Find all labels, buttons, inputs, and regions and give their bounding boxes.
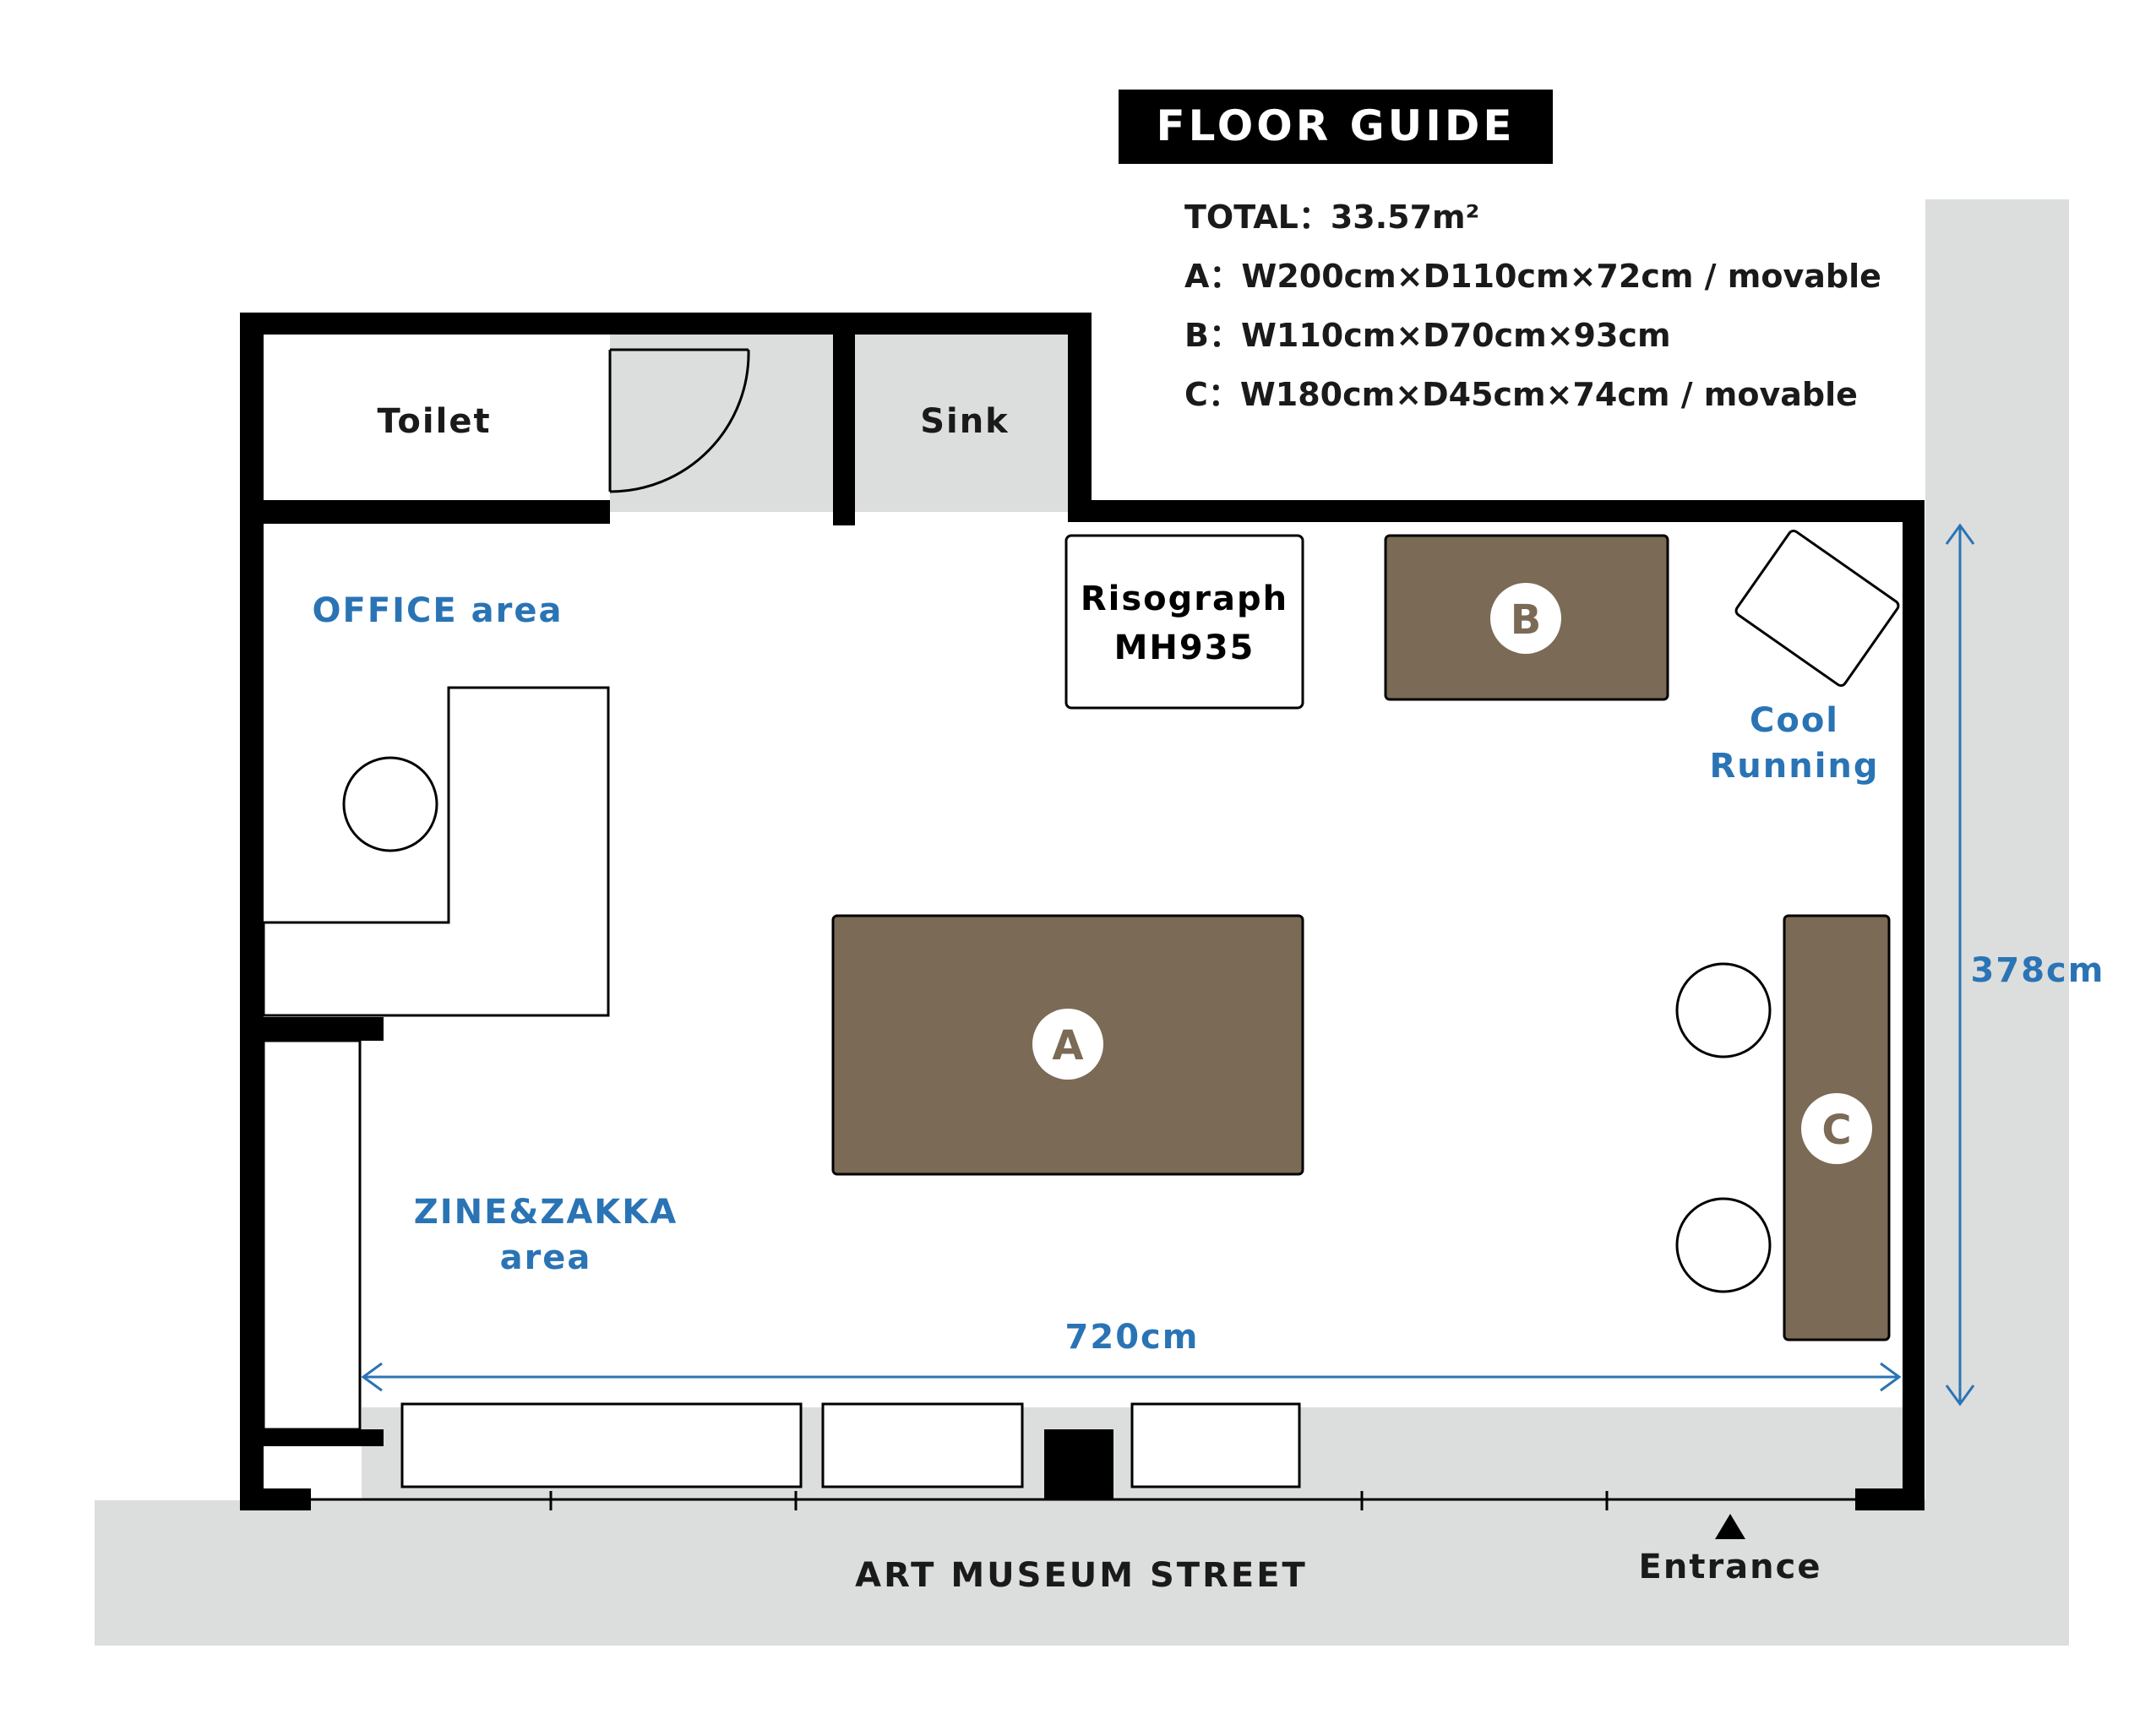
toilet-door [608,348,750,493]
stool-1 [1675,962,1772,1058]
wall-left [240,313,264,1510]
wall-top-left [240,313,1090,335]
zine-area-label: ZINE&ZAKKA [414,1193,678,1232]
wall-office-divider [264,1017,384,1041]
stool-2 [1675,1197,1772,1293]
width-dimension-arrow [361,1362,1902,1392]
risograph-machine [1064,534,1304,710]
risograph-model: MH935 [1114,629,1255,667]
height-dimension-arrow [1945,523,1975,1407]
office-chair [342,756,438,852]
width-dimension-label: 720cm [1065,1318,1200,1357]
toilet-label: Toilet [377,402,491,441]
toilet-passage [610,331,840,512]
sink-area-fill [855,331,1070,512]
street-area [95,1500,2069,1646]
spec-table-b: B：W110cm×D70cm×93cm [1184,317,1671,354]
zine-area-label-2: area [500,1238,592,1277]
cool-running-fridge [1734,529,1900,688]
table-b-marker [1490,583,1561,654]
height-dimension-label: 378cm [1971,951,2105,990]
wall-sink-right [1068,313,1092,512]
page-title: FLOOR GUIDE [1156,101,1515,150]
entrance-arrow-icon [1715,1514,1745,1539]
street-label: ART MUSEUM STREET [855,1556,1308,1595]
wall-bottom-right-stub [1855,1488,1925,1510]
table-b-label: B [1511,596,1542,644]
window-shelf-3 [1130,1402,1301,1488]
wall-bottom-left-stub [240,1488,311,1510]
window-shelves [400,1402,1301,1488]
cool-running-label: Cool [1750,701,1839,740]
table-c-marker [1801,1093,1872,1164]
table-a-label: A [1052,1022,1083,1069]
spec-table-a: A：W200cm×D110cm×72cm / movable [1184,258,1881,295]
wall-top-right [1068,500,1925,522]
wall-shelf-bottom [264,1429,384,1446]
title-banner [1119,90,1553,164]
office-desk [262,686,610,1017]
wall-toilet-bottom [240,500,610,524]
left-shelf [262,1039,362,1431]
window-shelf-2 [821,1402,1024,1488]
wall-right [1903,500,1925,1510]
storefront [311,1491,1855,1510]
wall-toilet-divider [833,313,855,525]
cool-running-label-2: Running [1709,747,1879,786]
office-area-label: OFFICE area [313,591,564,630]
entrance-label: Entrance [1639,1548,1822,1586]
walls [240,313,1925,1510]
neighbor-building [1925,199,2069,1646]
table-c-label: C [1821,1107,1851,1154]
pillar [1044,1429,1113,1500]
window-shelf-1 [400,1402,803,1488]
risograph-label: Risograph [1081,580,1288,618]
spec-total: TOTAL：33.57m² [1184,199,1479,236]
table-a-marker [1032,1009,1103,1080]
spec-table-c: C：W180cm×D45cm×74cm / movable [1184,376,1858,413]
sink-label: Sink [920,402,1010,441]
